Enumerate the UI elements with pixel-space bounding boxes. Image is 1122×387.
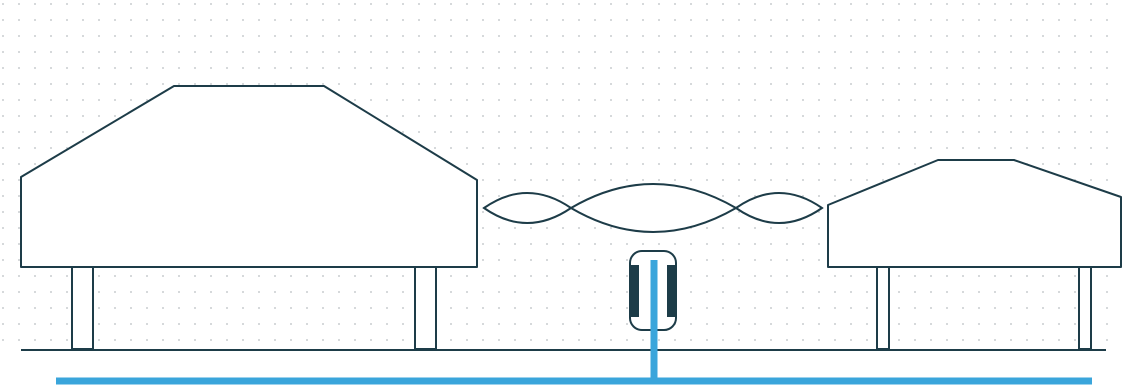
center-device-plate-right xyxy=(667,265,676,317)
right-structure-leg-right xyxy=(1079,267,1091,349)
center-device-plate-left xyxy=(630,265,639,317)
left-structure-leg-left xyxy=(72,267,93,349)
right-structure-leg-left xyxy=(877,267,889,349)
left-structure-leg-right xyxy=(415,267,436,349)
